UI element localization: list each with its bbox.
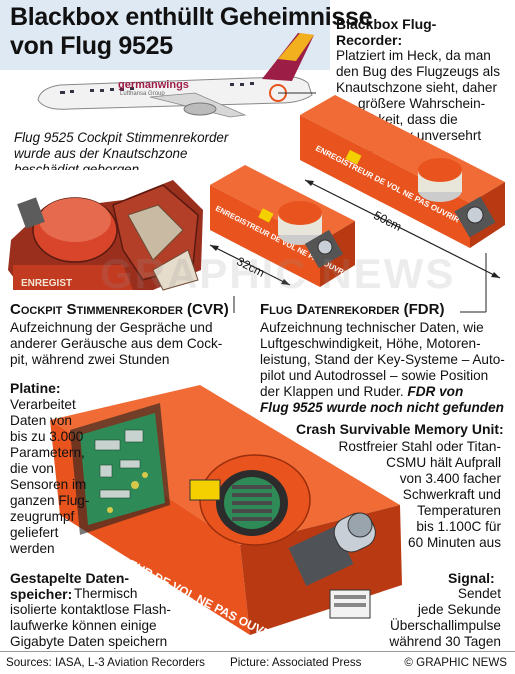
aircraft-illustration xyxy=(37,33,316,118)
footer-picture-credit: Picture: Associated Press xyxy=(230,656,362,669)
fdr-box-illustration: ENREGISTREUR DE VOL NE PAS OUVRIR xyxy=(300,95,505,248)
damaged-cvr-photo: ENREGIST xyxy=(3,170,208,295)
signal-heading: Signal: xyxy=(448,570,495,586)
fdr-location-heading: Blackbox Flug- Recorder: xyxy=(336,16,437,48)
airline-subtitle: Lufthansa Group xyxy=(120,91,165,97)
cvr-description: Aufzeichnung der Gespräche und anderer G… xyxy=(10,320,223,367)
airline-logo: germanwings xyxy=(118,79,189,91)
title-line-2: von Flug 9525 xyxy=(10,32,173,60)
platine-heading: Platine: xyxy=(10,380,61,396)
footer-copyright: © GRAPHIC NEWS xyxy=(404,656,507,669)
watermark: GRAPHIC NEWS xyxy=(100,250,456,297)
svg-text:ENREGIST: ENREGIST xyxy=(21,278,72,289)
csmu-heading: Crash Survivable Memory Unit: xyxy=(296,421,504,437)
dimension-arrows xyxy=(209,179,501,286)
fdr-heading: Flug Datenrekorder (FDR) xyxy=(260,301,445,318)
cutaway-illustration: ENREGISTREUR DE VOL NE PAS OUVRIR xyxy=(50,385,402,647)
cvr-heading: Cockpit Stimmenrekorder (CVR) xyxy=(10,301,229,318)
fdr-location-text: Platziert im Heck, da man den Bug des Fl… xyxy=(336,48,500,95)
fdr-description: Aufzeichnung technischer Daten, wie Luft… xyxy=(260,320,505,415)
title-line-1: Blackbox enthüllt Geheimnisse xyxy=(10,3,373,31)
page-title: Blackbox enthüllt Geheimnisse von Flug 9… xyxy=(10,3,373,61)
stacked-memory-heading: Gestapelte Daten- speicher: xyxy=(10,570,130,602)
csmu-description: Rostfreier Stahl oder Titan- CSMU hält A… xyxy=(338,439,501,550)
platine-description: Verarbeitet Daten von bis zu 3.000 Param… xyxy=(10,397,90,556)
footer-sources: Sources: IASA, L-3 Aviation Recorders xyxy=(6,656,205,669)
header-band xyxy=(0,0,330,70)
footer: Sources: IASA, L-3 Aviation Recorders Pi… xyxy=(0,651,515,674)
cvr-box-illustration: ENREGISTREUR DE VOL NE PAS OUVRIR xyxy=(210,165,355,287)
stacked-memory-description: Thermisch isolierte kontaktlose Flash- l… xyxy=(10,586,171,649)
signal-description: Sendet jede Sekunde Überschallimpulse wä… xyxy=(389,586,501,649)
